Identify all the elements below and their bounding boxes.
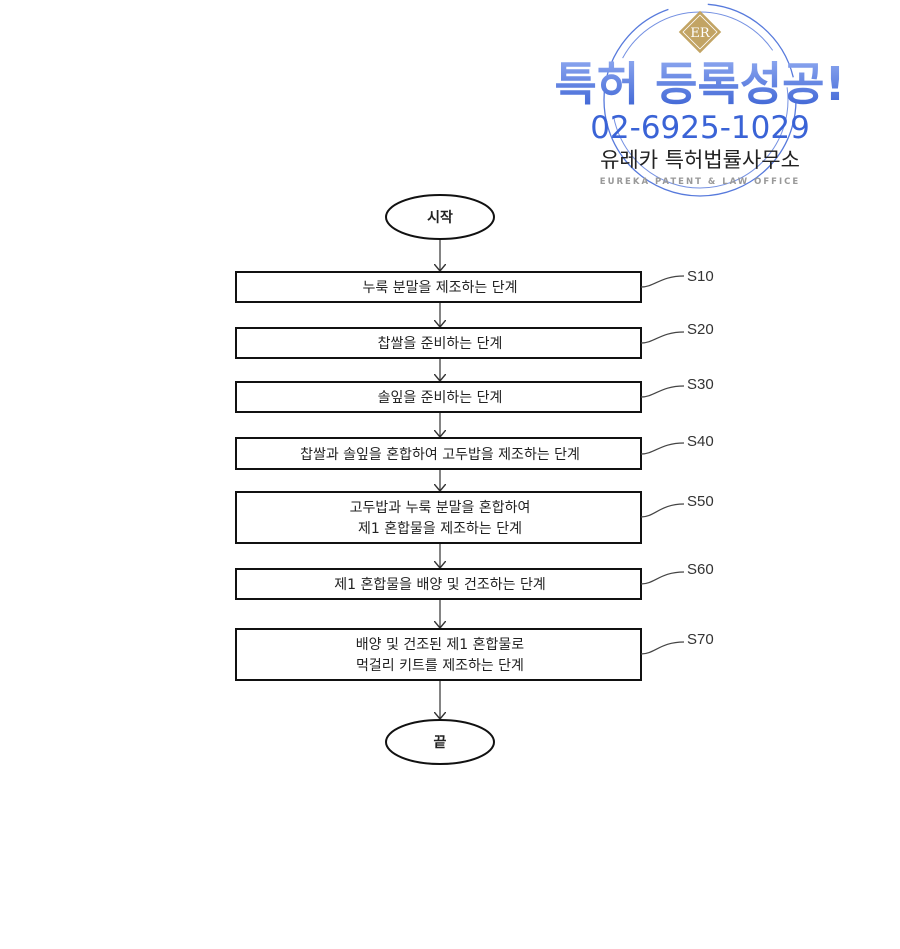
step-id: S40 <box>687 433 714 450</box>
logo-text: ER <box>690 26 710 41</box>
step-s40: 찹쌀과 솔잎을 혼합하여 고두밥을 제조하는 단계 S40 <box>236 433 714 469</box>
step-id: S70 <box>687 631 714 648</box>
step-id: S50 <box>687 493 714 510</box>
step-text: 배양 및 건조된 제1 혼합물로 <box>356 637 525 653</box>
step-s60: 제1 혼합물을 배양 및 건조하는 단계 S60 <box>236 561 714 599</box>
step-text: 제1 혼합물을 제조하는 단계 <box>358 521 522 537</box>
end-label: 끝 <box>434 735 447 751</box>
step-text: 먹걸리 키트를 제조하는 단계 <box>356 658 524 674</box>
step-text: 제1 혼합물을 배양 및 건조하는 단계 <box>334 577 545 593</box>
stamp-office-english: EUREKA PATENT & LAW OFFICE <box>600 177 800 187</box>
step-s20: 찹쌀을 준비하는 단계 S20 <box>236 321 714 358</box>
step-text: 찹쌀과 솔잎을 혼합하여 고두밥을 제조하는 단계 <box>300 447 580 463</box>
step-text: 찹쌀을 준비하는 단계 <box>378 336 503 352</box>
stamp-office-name: 유레카 특허법률사무소 <box>600 148 800 172</box>
step-text: 솔잎을 준비하는 단계 <box>378 390 503 406</box>
stamp-headline: 특허 등록성공! <box>555 57 846 111</box>
start-label: 시작 <box>427 209 453 226</box>
step-s10: 누룩 분말을 제조하는 단계 S10 <box>236 268 714 302</box>
step-s30: 솔잎을 준비하는 단계 S30 <box>236 376 714 412</box>
step-s50: 고두밥과 누룩 분말을 혼합하여 제1 혼합물을 제조하는 단계 S50 <box>236 492 714 543</box>
step-id: S60 <box>687 561 714 578</box>
watermark-stamp: ER 특허 등록성공! 02-6925-1029 유레카 특허법률사무소 EUR… <box>555 4 846 196</box>
step-text: 고두밥과 누룩 분말을 혼합하여 <box>350 500 531 516</box>
step-text: 누룩 분말을 제조하는 단계 <box>362 280 517 296</box>
step-id: S20 <box>687 321 714 338</box>
start-terminal: 시작 <box>386 195 494 239</box>
step-s70: 배양 및 건조된 제1 혼합물로 먹걸리 키트를 제조하는 단계 S70 <box>236 629 714 680</box>
step-id: S30 <box>687 376 714 393</box>
stamp-phone: 02-6925-1029 <box>590 110 810 146</box>
step-id: S10 <box>687 268 714 285</box>
end-terminal: 끝 <box>386 720 494 764</box>
